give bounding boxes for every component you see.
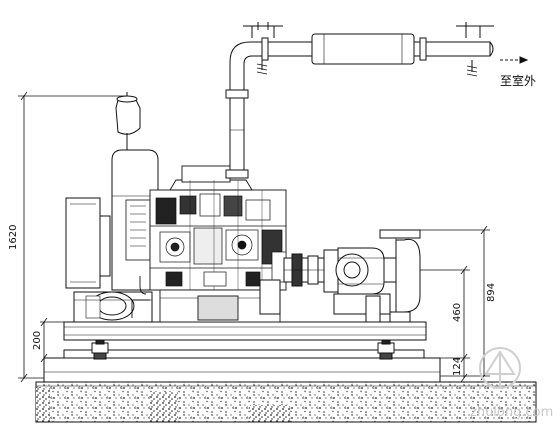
radiator-column (111, 149, 159, 291)
starter-generator (73, 291, 153, 323)
steel-base-frame (63, 321, 427, 341)
diesel-engine (131, 165, 287, 323)
base-slab (43, 349, 441, 383)
watermark-text: zhulong.com (470, 405, 553, 420)
expansion-tank (115, 92, 141, 150)
dim-shaft-center-height: 894 (486, 283, 497, 302)
foundation (35, 381, 537, 423)
exhaust-hangers (243, 22, 494, 77)
outlet-label: 至室外 (500, 73, 536, 88)
watermark-logo (479, 347, 521, 389)
dim-base-height: 200 (32, 331, 43, 350)
exhaust-system (225, 33, 494, 179)
dim-pump-height: 460 (452, 303, 463, 322)
coupling (259, 253, 325, 315)
control-cabinet (65, 197, 111, 289)
outlet-arrow (500, 56, 529, 64)
dim-overall-height: 1620 (8, 225, 19, 250)
dimension-lines (18, 91, 490, 383)
dim-pad-height: 124 (452, 357, 463, 376)
centrifugal-pump (365, 229, 421, 323)
